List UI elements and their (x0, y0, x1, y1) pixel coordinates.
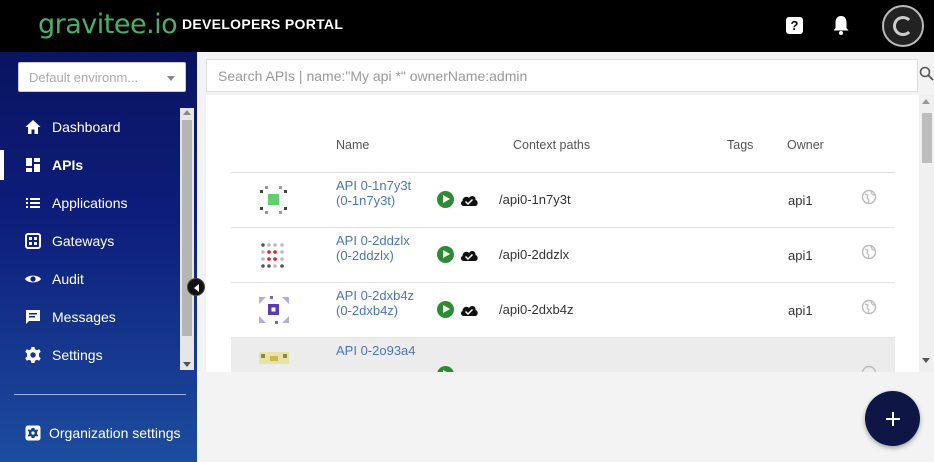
sidebar-item-applications[interactable]: Applications (0, 184, 180, 222)
organization-icon (25, 425, 41, 441)
environment-select[interactable]: Default environm... (18, 62, 186, 92)
api-picture (260, 186, 287, 214)
api-picture (259, 352, 289, 364)
cloud-published-icon (460, 306, 478, 316)
sidebar-divider (14, 394, 186, 395)
sidebar-item-label: Messages (52, 309, 116, 325)
sidebar-item-label: Dashboard (52, 119, 121, 135)
search-icon[interactable] (919, 66, 934, 81)
table-row[interactable]: API 0-1n7y3t (0-1n7y3t) /api0-1n7y3t api… (231, 173, 895, 228)
api-picture (261, 243, 284, 268)
api-name-link[interactable]: API 0-1n7y3t (0-1n7y3t) (336, 178, 412, 208)
search-input[interactable]: Search APIs | name:"My api *" ownerName:… (206, 59, 918, 92)
sidebar-item-messages[interactable]: Messages (0, 298, 180, 336)
scroll-down-arrow-icon[interactable] (922, 358, 930, 363)
sidebar-item-label: Gateways (52, 233, 115, 249)
table-scrollbar[interactable] (919, 95, 934, 372)
api-name-link[interactable]: API 0-2ddzlx (0-2ddzlx) (336, 233, 410, 263)
organization-settings-label: Organization settings (49, 425, 181, 441)
search-placeholder: Search APIs | name:"My api *" ownerName:… (218, 68, 528, 84)
globe-icon (861, 244, 877, 260)
globe-icon (861, 365, 877, 372)
collapse-sidebar-button[interactable] (187, 278, 205, 296)
top-bar: gravitee.io DEVELOPERS PORTAL ? (0, 0, 934, 52)
globe-icon (861, 299, 877, 315)
context-path: /api0-2dxb4z (499, 302, 574, 317)
column-header-tags[interactable]: Tags (727, 138, 754, 152)
list-icon (26, 198, 40, 208)
sidebar-item-settings[interactable]: Settings (0, 336, 180, 374)
bell-icon[interactable] (831, 14, 851, 36)
scroll-thumb[interactable] (182, 120, 192, 336)
caret-down-icon (167, 76, 175, 81)
table-row[interactable]: API 0-2dxb4z (0-2dxb4z) /api0-2dxb4z api… (231, 283, 895, 338)
sidebar-scrollbar[interactable] (180, 108, 194, 370)
column-header-owner[interactable]: Owner (787, 138, 824, 152)
started-state-icon (437, 366, 454, 372)
eye-icon (25, 275, 41, 283)
cloud-published-icon (460, 196, 478, 206)
header-divider (231, 172, 895, 173)
sidebar-item-label: Settings (52, 347, 103, 363)
globe-icon (861, 189, 877, 205)
context-path: /api0-1n7y3t (499, 192, 571, 207)
dashboard-icon (26, 158, 40, 172)
api-picture (259, 296, 289, 324)
gravitee-logo[interactable]: gravitee.io (38, 9, 178, 40)
table-row[interactable]: API 0-2o93a4 (231, 338, 895, 372)
started-state-icon (437, 246, 454, 263)
gateway-icon (25, 233, 41, 249)
gear-icon (25, 347, 41, 363)
active-indicator (0, 150, 4, 180)
sidebar-nav: Dashboard APIs Applications Gateways Aud… (0, 108, 180, 374)
sidebar-item-label: Audit (52, 271, 84, 287)
home-icon (25, 120, 41, 134)
started-state-icon (437, 301, 454, 318)
scroll-up-arrow-icon[interactable] (183, 110, 191, 115)
sidebar-item-organization-settings[interactable]: Organization settings (24, 424, 181, 442)
sidebar-item-label: Applications (52, 195, 128, 211)
sidebar-item-audit[interactable]: Audit (0, 260, 180, 298)
avatar-logo-icon (893, 16, 913, 36)
owner: api1 (788, 193, 813, 208)
environment-select-value: Default environm... (29, 70, 139, 85)
started-state-icon (437, 191, 454, 208)
portal-title: DEVELOPERS PORTAL (182, 16, 344, 32)
scroll-up-arrow-icon[interactable] (922, 99, 930, 104)
api-name-link[interactable]: API 0-2dxb4z (0-2dxb4z) (336, 288, 415, 318)
add-api-button[interactable] (865, 391, 920, 446)
owner: api1 (788, 248, 813, 263)
sidebar-item-apis[interactable]: APIs (0, 146, 180, 184)
question-mark-icon[interactable]: ? (786, 17, 803, 34)
column-header-name[interactable]: Name (336, 138, 370, 152)
api-name-link[interactable]: API 0-2o93a4 (336, 343, 416, 358)
cloud-published-icon (460, 251, 478, 261)
sidebar-item-label: APIs (52, 157, 84, 173)
sidebar-item-gateways[interactable]: Gateways (0, 222, 180, 260)
scroll-thumb[interactable] (922, 113, 932, 163)
table-row[interactable]: API 0-2ddzlx (0-2ddzlx) /api0-2ddzlx api… (231, 228, 895, 283)
sidebar: Default environm... Dashboard APIs Appli… (0, 52, 197, 462)
api-table: Name Context paths Tags Owner API 0-1n7y… (206, 95, 920, 372)
context-path: /api0-2ddzlx (499, 247, 570, 262)
message-icon (26, 310, 40, 324)
column-header-context-paths[interactable]: Context paths (513, 138, 591, 152)
sidebar-item-dashboard[interactable]: Dashboard (0, 108, 180, 146)
scroll-down-arrow-icon[interactable] (183, 362, 191, 367)
owner: api1 (788, 303, 813, 318)
user-avatar[interactable] (882, 5, 924, 47)
